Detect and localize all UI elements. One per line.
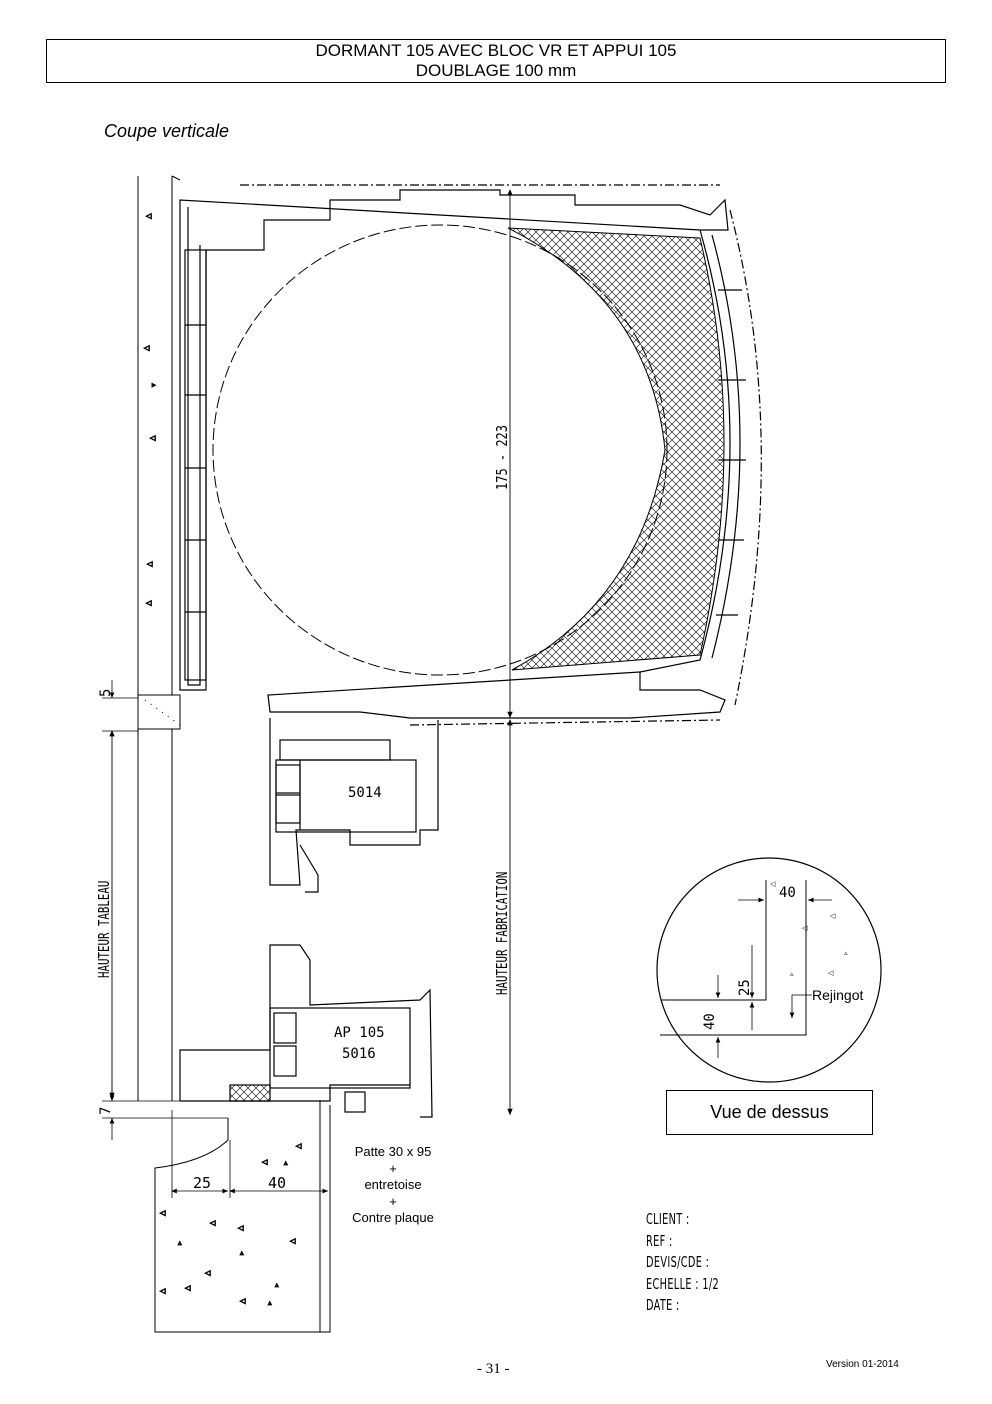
detail-dim-40-top: 40 xyxy=(779,885,796,901)
title-box: DORMANT 105 AVEC BLOC VR ET APPUI 105 DO… xyxy=(46,39,946,83)
svg-text:▹: ▹ xyxy=(152,382,156,389)
sill-profile xyxy=(179,944,433,1118)
svg-text:◁: ◁ xyxy=(185,1285,191,1292)
svg-text:▵: ▵ xyxy=(178,1240,182,1247)
page-subtitle: DOUBLAGE 100 mm xyxy=(415,61,577,80)
devis-field: DEVIS/CDE : xyxy=(646,1253,710,1271)
fixing-note-plus2: + xyxy=(389,1193,397,1209)
svg-text:◁: ◁ xyxy=(160,1288,166,1295)
dimension-7-label: 7 xyxy=(98,1107,114,1115)
date-field: DATE : xyxy=(646,1296,680,1314)
section-label: Coupe verticale xyxy=(104,121,230,141)
svg-text:▵: ▵ xyxy=(275,1282,279,1289)
detail-caption: Vue de dessus xyxy=(666,1090,873,1135)
dimension-5-label: 5 xyxy=(98,689,114,697)
concrete-sill: ◁ ▵ ◁ ◁ ◁ ◁ ◁ ▵ ▵ ◁ ▵ ◁ ◁ ◁ ▵ xyxy=(154,1100,331,1333)
svg-text:◁: ◁ xyxy=(205,1270,211,1277)
version-label: Version 01-2014 xyxy=(826,1359,899,1370)
svg-text:◁: ◁ xyxy=(240,1298,246,1305)
insulation-hatch xyxy=(507,227,725,671)
sill-ref-line1: AP 105 xyxy=(334,1025,385,1041)
fixing-note: Patte 30 x 95 + entretoise + Contre plaq… xyxy=(340,1144,446,1227)
dim-40-label: 40 xyxy=(268,1174,286,1192)
sill-ref-line2: 5016 xyxy=(342,1046,376,1062)
roll-range-label: 175 - 223 xyxy=(494,425,512,490)
svg-text:◁: ◁ xyxy=(770,881,776,888)
svg-text:▵: ▵ xyxy=(284,1160,288,1167)
hauteur-tableau-label: HAUTEUR TABLEAU xyxy=(96,881,113,978)
fixing-note-line2: entretoise xyxy=(364,1177,422,1192)
sill-dimensions xyxy=(171,1110,328,1198)
svg-text:▵: ▵ xyxy=(844,950,848,957)
svg-text:◁: ◁ xyxy=(296,1143,302,1150)
svg-text:◁: ◁ xyxy=(150,435,156,442)
page-number: - 31 - xyxy=(477,1361,510,1377)
echelle-field: ECHELLE : 1/2 xyxy=(646,1274,720,1293)
svg-text:◁: ◁ xyxy=(238,1225,244,1232)
fixing-note-line1: Patte 30 x 95 xyxy=(354,1144,432,1159)
dim-25-label: 25 xyxy=(193,1174,211,1192)
wall-lining: ◁ ◁ ◁ ◁ ◁ ▹ xyxy=(137,175,181,1101)
frame-profile xyxy=(269,718,439,893)
svg-text:◁: ◁ xyxy=(147,561,153,568)
page-title: DORMANT 105 AVEC BLOC VR ET APPUI 105 xyxy=(315,41,677,60)
rejingot-label: Rejingot xyxy=(812,987,863,1003)
svg-text:▵: ▵ xyxy=(790,971,794,978)
detail-dim-25: 25 xyxy=(737,979,753,996)
svg-text:◁: ◁ xyxy=(146,213,152,220)
ref-field: REF : xyxy=(646,1231,673,1250)
svg-text:◁: ◁ xyxy=(144,345,150,352)
fixing-note-plus1: + xyxy=(389,1160,397,1176)
roll-circle xyxy=(212,224,668,676)
shutter-box xyxy=(179,184,762,726)
svg-text:◁: ◁ xyxy=(146,600,152,607)
hauteur-fabrication-label: HAUTEUR FABRICATION xyxy=(494,872,511,995)
svg-text:▵: ▵ xyxy=(240,1250,244,1257)
svg-text:◁: ◁ xyxy=(828,970,834,977)
title-block: CLIENT : REF : DEVIS/CDE : ECHELLE : 1/2… xyxy=(646,1209,719,1317)
fixing-note-line3: Contre plaque xyxy=(352,1210,434,1225)
svg-text:◁: ◁ xyxy=(210,1220,216,1227)
svg-text:◁: ◁ xyxy=(290,1238,296,1245)
detail-view: ◁ ◁ ▵ ◁ ▵ ◁ xyxy=(656,857,882,1083)
svg-text:◁: ◁ xyxy=(160,1210,166,1217)
svg-text:▵: ▵ xyxy=(268,1300,272,1307)
svg-text:◁: ◁ xyxy=(802,925,808,932)
client-field: CLIENT : xyxy=(646,1210,690,1228)
svg-text:◁: ◁ xyxy=(830,913,836,920)
frame-ref-label: 5014 xyxy=(348,785,382,801)
svg-text:◁: ◁ xyxy=(262,1159,268,1166)
detail-dim-40-bottom: 40 xyxy=(702,1013,718,1030)
